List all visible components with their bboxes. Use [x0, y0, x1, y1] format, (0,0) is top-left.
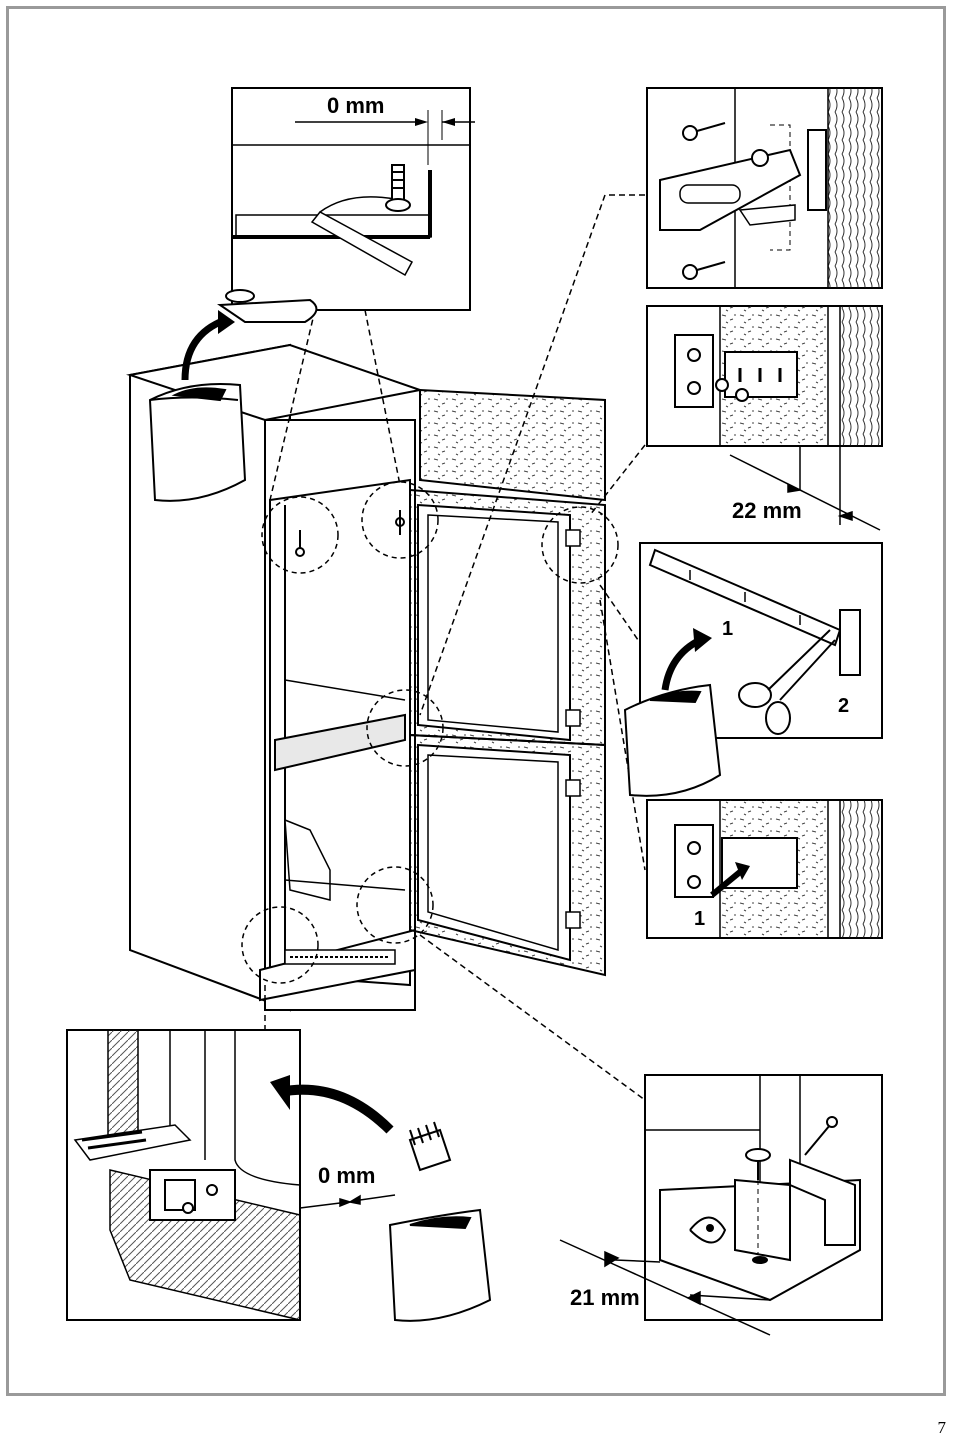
cabinet-top-panel: [419, 388, 606, 502]
arrow-head-icon: [693, 628, 712, 652]
upper-door: [409, 488, 606, 747]
label-hinge-offset: 22 mm: [732, 498, 802, 523]
label-step-one-b: 1: [694, 908, 705, 930]
page-number: 7: [937, 1418, 947, 1437]
label-step-one-a: 1: [722, 618, 733, 640]
cover-clip-icon: [216, 289, 318, 323]
inset-strip-fit: 1: [646, 799, 883, 939]
screw-icon: [682, 122, 769, 280]
screw-icons: [295, 510, 405, 557]
dimension-21mm: 21 mm: [559, 1239, 771, 1336]
inset-top-cover: 0 mm: [231, 87, 475, 311]
lower-door: [409, 733, 606, 977]
accessory-bag-bottom: [388, 1121, 492, 1322]
inset-hinge-offset: [646, 305, 883, 447]
screw-icon: [745, 1116, 838, 1180]
label-step-two: 2: [838, 695, 849, 717]
inset-bottom-left: [66, 1029, 301, 1321]
accessory-bag-top: [148, 383, 247, 502]
leader-lines: [264, 194, 646, 1101]
dimension-bottom-gap: 0 mm: [299, 1163, 396, 1209]
inset-bottom-right: [644, 1074, 883, 1321]
accessory-bag-right: [623, 683, 722, 797]
screw-icon: [385, 164, 411, 212]
curved-arrow-icon: [279, 1084, 394, 1134]
arrow-head-icon: [270, 1075, 290, 1110]
label-top-gap: 0 mm: [327, 93, 384, 118]
scissors-icon: [738, 629, 836, 735]
label-bottom-gap: 0 mm: [318, 1163, 375, 1188]
detail-callout-circles: [241, 481, 619, 984]
label-base-offset: 21 mm: [570, 1285, 640, 1310]
door-hinge-icons: [565, 529, 581, 929]
dimension-22mm: 22 mm: [729, 446, 881, 531]
inset-hinge-bracket: [646, 87, 883, 289]
curved-arrow-icon: [181, 316, 227, 381]
arrow-head-icon: [218, 310, 235, 334]
